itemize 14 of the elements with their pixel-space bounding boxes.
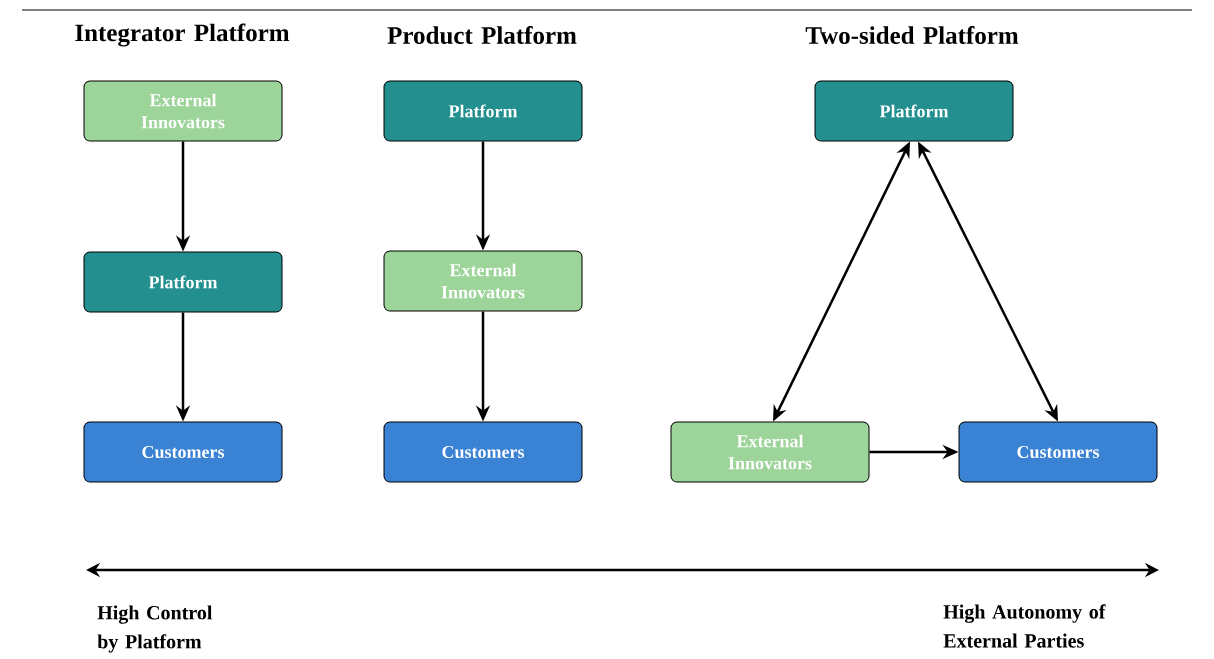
scale-label: High Autonomy of External Parties — [943, 604, 1106, 648]
process-box: Customers — [383, 421, 583, 483]
process-box: External Innovators — [383, 250, 583, 312]
process-box: Customers — [958, 421, 1158, 483]
column-heading: Integrator Platform — [75, 23, 290, 47]
process-box: External Innovators — [83, 80, 283, 142]
column-heading: Two-sided Platform — [805, 26, 1019, 44]
process-box: External Innovators — [670, 421, 870, 483]
process-box: Platform — [814, 80, 1014, 142]
column-heading: Product Platform — [387, 26, 577, 44]
process-box: Platform — [83, 251, 283, 313]
scale-label: High Control by Platform — [97, 605, 213, 653]
process-box: Platform — [383, 80, 583, 142]
process-box: Customers — [83, 421, 283, 483]
